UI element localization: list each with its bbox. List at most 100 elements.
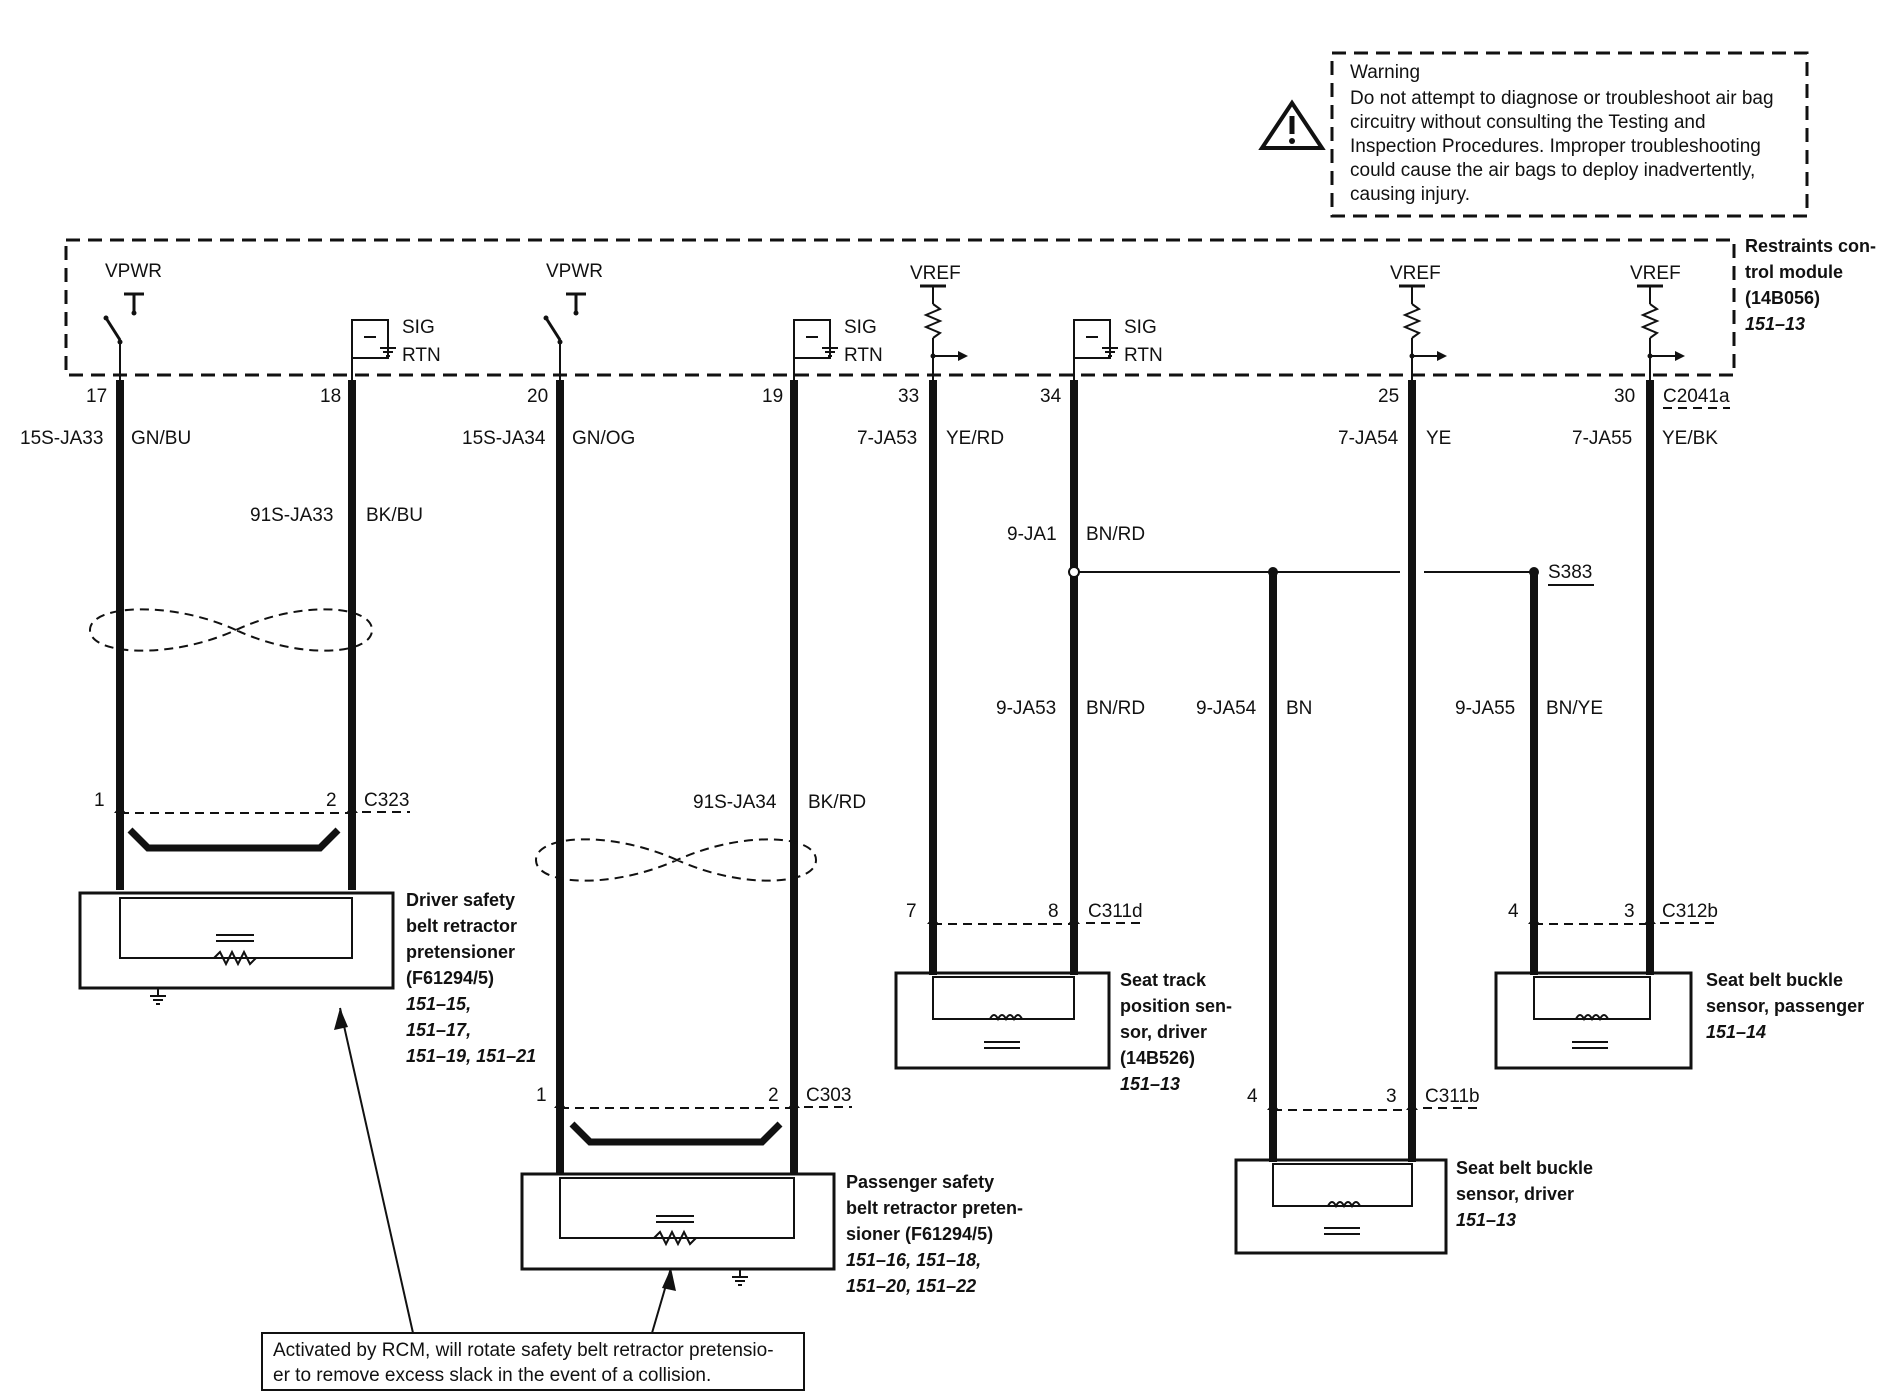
pin-number: 17 [86, 386, 107, 407]
circuit-color: BK/RD [808, 792, 866, 813]
sig-rtn-1: SIG RTN [351, 317, 441, 380]
circuit-color: BN/YE [1546, 698, 1603, 719]
sig-label: SIG [1124, 317, 1157, 338]
warning-triangle-icon [1258, 99, 1326, 150]
module-label: trol module [1745, 262, 1843, 282]
circuit-color: YE [1426, 428, 1451, 449]
module-label: Restraints con- [1745, 236, 1876, 256]
module-label: (14B056) [1745, 288, 1820, 308]
component-label: (14B526) [1120, 1048, 1195, 1068]
circuit-color: BN/RD [1086, 698, 1145, 719]
rtn-label: RTN [1124, 345, 1163, 366]
rtn-label: RTN [402, 345, 441, 366]
circuit-id: 9-JA53 [996, 698, 1056, 719]
component-label: position sen- [1120, 996, 1232, 1016]
component-label: sioner (F61294/5) [846, 1224, 993, 1244]
splice-dot [1529, 567, 1539, 577]
component-label: sensor, passenger [1706, 996, 1864, 1016]
component-ref: 151–20, 151–22 [846, 1276, 976, 1296]
vref-label: VREF [1630, 263, 1681, 284]
connector-name: C323 [364, 790, 409, 811]
module-pins: 17 18 20 19 33 34 25 30 C2041a [86, 386, 1730, 409]
circuit-color: YE/RD [946, 428, 1004, 449]
module-ref: 151–13 [1745, 314, 1805, 334]
connector-c311b: 4 3 C311b [1247, 1086, 1480, 1111]
splice-s383: S383 [1548, 562, 1592, 583]
note-line: Activated by RCM, will rotate safety bel… [273, 1340, 774, 1361]
vref-1: VREF [910, 263, 968, 380]
warning-block: Warning Do not attempt to diagnose or tr… [1258, 51, 1809, 218]
circuit-color: GN/OG [572, 428, 635, 449]
component-label: belt retractor preten- [846, 1198, 1023, 1218]
note-arrow [339, 1007, 414, 1334]
warning-box [1330, 51, 1809, 218]
circuit-id: 15S-JA33 [20, 428, 103, 449]
splice-dot [1268, 567, 1278, 577]
circuit-color: GN/BU [131, 428, 191, 449]
pin-number: 20 [527, 386, 548, 407]
rtn-label: RTN [844, 345, 883, 366]
passenger-pretensioner: Passenger safety belt retractor preten- … [520, 1172, 1023, 1296]
vref-3: VREF [1630, 263, 1685, 380]
vref-label: VREF [1390, 263, 1441, 284]
pin-number: 18 [320, 386, 341, 407]
component-label: belt retractor [406, 916, 517, 936]
component-box [894, 971, 1111, 1070]
component-label: Driver safety [406, 890, 515, 910]
sig-label: SIG [844, 317, 877, 338]
circuit-id: 9-JA54 [1196, 698, 1257, 719]
warning-line: Inspection Procedures. Improper troubles… [1350, 136, 1761, 157]
connector-pin: 4 [1508, 901, 1519, 922]
pin-number: 25 [1378, 386, 1399, 407]
vref-label: VREF [910, 263, 961, 284]
connector-pin: 1 [536, 1085, 547, 1106]
connector-name: C303 [806, 1085, 851, 1106]
component-ref: 151–19, 151–21 [406, 1046, 536, 1066]
circuit-labels: 15S-JA33 GN/BU 91S-JA33 BK/BU 15S-JA34 G… [20, 428, 1718, 813]
component-label: (F61294/5) [406, 968, 494, 988]
sig-rtn-3: SIG RTN [1073, 317, 1163, 380]
vpwr-switch-1: VPWR [103, 261, 162, 380]
circuit-id: 7-JA55 [1572, 428, 1632, 449]
component-ref: 151–13 [1456, 1210, 1516, 1230]
connector-name: C311b [1425, 1086, 1480, 1107]
component-box [1494, 971, 1693, 1070]
pin-number: 19 [762, 386, 783, 407]
circuit-color: BK/BU [366, 505, 423, 526]
connector-pin: 3 [1624, 901, 1635, 922]
splice-dot [1068, 566, 1080, 578]
sig-rtn-2: SIG RTN [793, 317, 883, 380]
seat-belt-buckle-sensor-passenger: Seat belt buckle sensor, passenger 151–1… [1494, 970, 1864, 1070]
component-ref: 151–15, [406, 994, 471, 1014]
component-box [520, 1172, 836, 1271]
connector-pin: 4 [1247, 1086, 1258, 1107]
vref-2: VREF [1390, 263, 1447, 380]
restraints-control-module: Restraints con- trol module (14B056) 151… [64, 236, 1876, 377]
connector-pin: 2 [768, 1085, 779, 1106]
heater-element-icon [653, 1229, 697, 1247]
component-label: Seat belt buckle [1706, 970, 1843, 990]
component-ref: 151–16, 151–18, [846, 1250, 981, 1270]
connector-pin: 8 [1048, 901, 1059, 922]
pin-number: 34 [1040, 386, 1062, 407]
component-box [1234, 1158, 1448, 1255]
connector-pin: 2 [326, 790, 337, 811]
wires: S383 [116, 380, 1654, 1175]
component-label: sor, driver [1120, 1022, 1207, 1042]
circuit-color: BN/RD [1086, 524, 1145, 545]
connector-c312b: 4 3 C312b [1508, 901, 1718, 925]
seat-belt-buckle-sensor-driver: Seat belt buckle sensor, driver 151–13 [1234, 1158, 1593, 1255]
pin-number: 30 [1614, 386, 1635, 407]
component-label: Passenger safety [846, 1172, 994, 1192]
circuit-color: YE/BK [1662, 428, 1718, 449]
ground-icon [150, 988, 166, 1005]
seat-track-sensor: Seat track position sen- sor, driver (14… [894, 970, 1232, 1094]
module-box [64, 238, 1736, 377]
coil-icon [989, 1014, 1023, 1022]
circuit-color: BN [1286, 698, 1312, 719]
component-ref: 151–14 [1706, 1022, 1766, 1042]
circuit-id: 15S-JA34 [462, 428, 546, 449]
connector-pin: 1 [94, 790, 105, 811]
warning-line: could cause the air bags to deploy inadv… [1350, 160, 1755, 181]
